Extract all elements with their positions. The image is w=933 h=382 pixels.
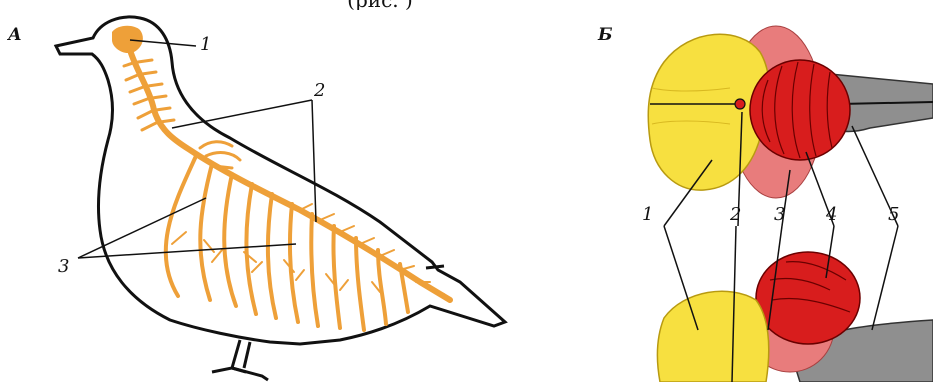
- panel-a-letter: А: [6, 25, 22, 45]
- bird-wing-tip: [426, 266, 444, 268]
- cerebellum-top: [750, 60, 850, 160]
- label-a-2: 2: [313, 80, 325, 101]
- panel-b: Б: [597, 25, 933, 382]
- label-b-2: 2: [729, 204, 741, 225]
- panel-a: А: [6, 17, 505, 380]
- pineal-gland-top: [735, 99, 745, 109]
- label-a-1: 1: [200, 34, 211, 55]
- label-b-3: 3: [774, 204, 785, 225]
- label-a-3: 3: [58, 256, 69, 277]
- cerebral-hemispheres-side: [657, 291, 768, 382]
- panel-b-letter: Б: [597, 25, 613, 45]
- bird-legs: [212, 340, 268, 380]
- label-b-1: 1: [642, 204, 653, 225]
- label-b-5: 5: [888, 204, 899, 225]
- label-b-4: 4: [825, 204, 837, 225]
